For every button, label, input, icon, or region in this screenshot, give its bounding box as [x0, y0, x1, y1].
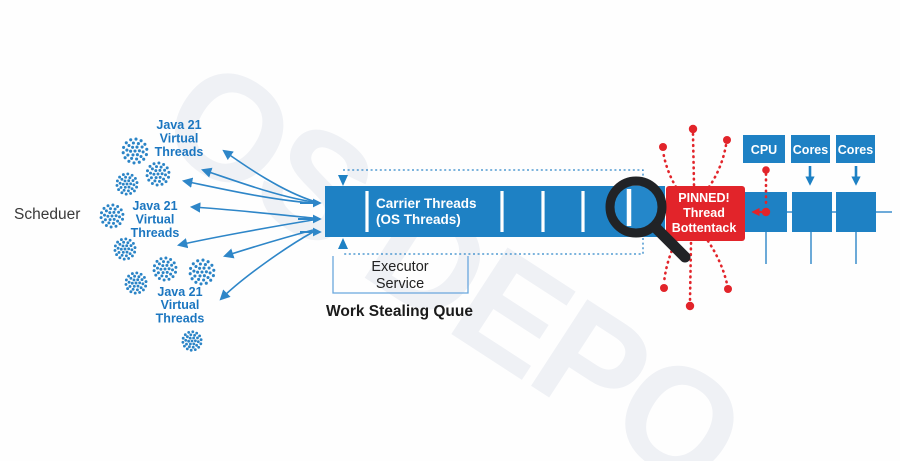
scheduler-label: Scheduer [14, 206, 80, 223]
alert-ray-dot [660, 284, 668, 292]
magnifier-handle [650, 222, 691, 263]
pinned-label-line1: PINNED! [678, 191, 729, 205]
magnifier-lens [614, 185, 658, 229]
virtual-thread-cluster [181, 330, 203, 352]
work-stealing-label: Work Stealing Quue [326, 303, 473, 320]
virtual-thread-cluster [145, 161, 171, 187]
alert-ray [691, 132, 696, 187]
virtual-thread-cluster [124, 271, 148, 295]
virtual-thread-cluster [121, 137, 149, 165]
cpu-label: CPU [751, 143, 777, 157]
core-square-3 [836, 192, 876, 232]
vt-label-line: Virtual [136, 213, 175, 227]
cores-label-2: Cores [838, 143, 873, 157]
vt-label-line: Virtual [161, 298, 200, 312]
alert-ray [707, 143, 728, 189]
alert-ray [688, 241, 693, 303]
alert-rays [659, 124, 732, 311]
virtual-thread-cluster [188, 258, 216, 286]
fan-arrow [222, 149, 314, 202]
cores-box-1 [791, 135, 830, 163]
carrier-bar-label-line2: (OS Threads) [376, 212, 461, 227]
loop-arrow-up [338, 238, 348, 249]
pinned-label-line3: Bottentack [672, 221, 737, 235]
vt-label-line: Virtual [160, 132, 199, 146]
fan-arrow [176, 219, 314, 249]
vt-label-line: Threads [155, 145, 204, 159]
executor-label-line1: Executor [371, 259, 428, 275]
virtual-thread-label-3: Java 21 Virtual Threads [156, 285, 205, 326]
executor-bracket [332, 256, 469, 294]
alert-ray [706, 239, 729, 286]
vt-label-line: Java 21 [157, 285, 202, 299]
vt-label-line: Java 21 [132, 199, 177, 213]
virtual-thread-clusters [99, 137, 216, 352]
core-square-2 [792, 192, 832, 232]
fan-arrow [201, 167, 314, 203]
loop-arrow-down [338, 175, 348, 186]
alert-ray-dot [659, 143, 667, 151]
vt-label-line: Threads [156, 312, 205, 326]
virtual-thread-label-1: Java 21 Virtual Threads [155, 118, 204, 159]
alert-ray [662, 239, 678, 285]
virtual-thread-cluster [115, 172, 139, 196]
alert-ray [661, 149, 678, 189]
carrier-bar-label-line1: Carrier Threads [376, 196, 477, 211]
executor-label-line2: Service [376, 276, 424, 292]
cpu-box [743, 135, 785, 163]
pinned-callout-box [666, 186, 745, 241]
virtual-thread-cluster [99, 203, 125, 229]
alert-ray-dot [724, 285, 732, 293]
pinned-trace-dot [761, 207, 771, 217]
magnifier-ring [605, 176, 667, 238]
pinned-label-line2: Thread [683, 206, 725, 220]
magnifier-icon [605, 176, 691, 263]
cores-box-2 [836, 135, 875, 163]
vt-label-line: Threads [131, 226, 180, 240]
cores-label-1: Cores [793, 143, 828, 157]
fan-arrow [181, 177, 314, 204]
virtual-thread-cluster [152, 256, 178, 282]
virtual-thread-label-2: Java 21 Virtual Threads [131, 199, 180, 240]
fan-arrow [189, 202, 314, 219]
fan-arrows [176, 149, 322, 301]
hardware-section: CPU Cores Cores [743, 135, 892, 264]
vt-label-line: Java 21 [156, 118, 201, 132]
alert-ray-dot [723, 136, 731, 144]
virtual-thread-cluster [113, 237, 137, 261]
fan-arrow [219, 231, 314, 301]
alert-ray-dot [685, 301, 695, 311]
pinned-trace-dot [762, 166, 770, 174]
alert-ray-dot [688, 124, 698, 134]
